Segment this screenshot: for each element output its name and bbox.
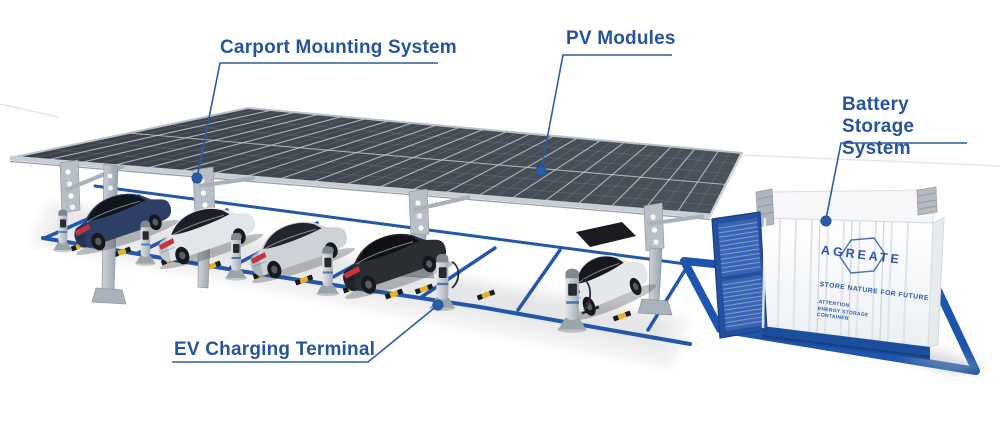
label-ev-charging-terminal: EV Charging Terminal — [174, 339, 376, 360]
leader-battery — [825, 142, 967, 220]
container-corrugation — [776, 218, 909, 346]
charger-cable-5 — [451, 261, 460, 289]
charger-cable-6 — [581, 277, 592, 311]
pv-canopy — [9, 106, 744, 218]
wheel-stop — [414, 283, 434, 295]
wheel-stop — [384, 288, 404, 300]
leader-dot-ev — [432, 299, 444, 311]
wheel-stop — [294, 274, 314, 286]
label-pv-modules: PV Modules — [566, 28, 676, 49]
label-battery-storage-system: Battery Storage System — [842, 94, 915, 159]
leader-dot-pv — [535, 165, 547, 177]
backdrop-horizon-lines — [0, 103, 1000, 167]
wheel-stop — [612, 310, 632, 322]
canopy-front-beam — [9, 155, 711, 221]
battery-container — [711, 186, 990, 374]
post-4 — [637, 202, 705, 316]
leader-dot-carport — [191, 172, 203, 184]
parked-cars — [62, 178, 659, 327]
leader-dot-battery — [820, 215, 832, 227]
leader-ev — [172, 304, 439, 363]
wheel-stop — [476, 289, 496, 301]
leader-carport — [196, 62, 438, 179]
container-corner-highlight — [761, 217, 767, 329]
car-5-open-hatch — [576, 222, 636, 247]
container-roof — [764, 189, 934, 224]
container-open-door — [711, 211, 768, 339]
leader-dots — [191, 165, 832, 311]
label-carport-mounting-system: Carport Mounting System — [220, 37, 457, 58]
annotation-lines — [172, 54, 967, 363]
ev-chargers — [52, 209, 592, 333]
brand-hexagon — [839, 237, 886, 274]
leader-pv — [540, 54, 672, 172]
